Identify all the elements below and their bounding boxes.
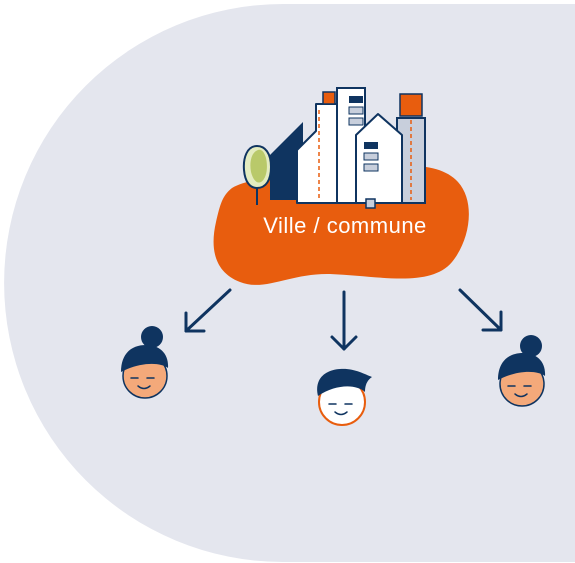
arrow-right [458, 288, 503, 332]
tree-icon [242, 144, 273, 205]
person-right [498, 335, 546, 407]
woman-bun-icon [121, 326, 169, 399]
building-left [296, 91, 338, 204]
woman-bun-icon [498, 335, 546, 407]
man-short-hair-icon [317, 368, 372, 426]
person-left [121, 326, 169, 399]
arrow-left [184, 288, 232, 333]
city-label: Ville / commune [263, 213, 427, 238]
city-dark-block [270, 122, 303, 200]
city-node: Ville / commune [213, 87, 469, 285]
background-panel [4, 4, 575, 562]
building-house [355, 113, 403, 209]
person-middle [317, 368, 372, 426]
arrow-down [330, 290, 358, 351]
